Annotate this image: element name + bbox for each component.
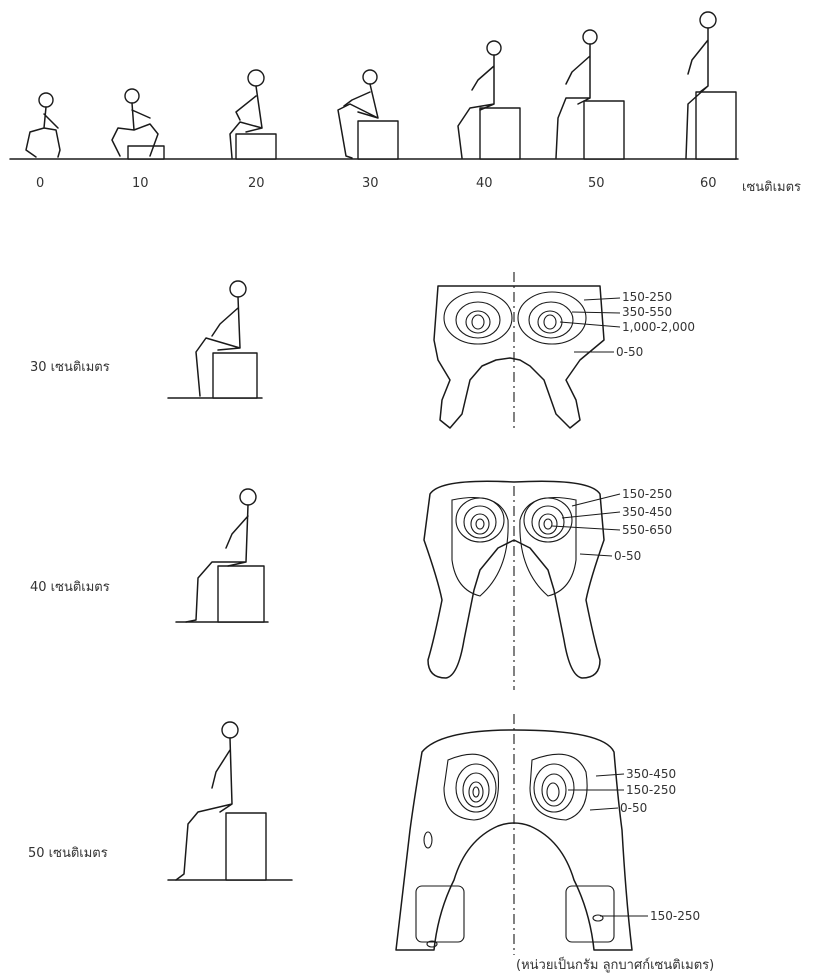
seat-box-30 [358,121,398,159]
height-tick-60: 60 [700,176,717,191]
figure-height-60 [686,12,736,159]
figure-height-10 [112,89,164,159]
row2-seated-figure [176,489,268,622]
row3-pressure-label: 150-250 [650,909,700,923]
row2-pressure-label: 0-50 [614,549,641,563]
height-tick-30: 30 [362,176,379,191]
height-tick-0: 0 [36,176,44,191]
row2-pressure-map [424,481,620,690]
row1-seated-figure [168,281,262,398]
seat-box-60 [696,92,736,159]
row1-pressure-map [434,272,620,432]
figure-height-30 [338,70,398,159]
row2-height-label: 40 เซนติเมตร [30,576,110,597]
height-tick-10: 10 [132,176,149,191]
figure-height-20 [230,70,276,159]
seat-box-20 [236,134,276,159]
row3-pressure-map [396,714,648,955]
row1-height-label: 30 เซนติเมตร [30,356,110,377]
height-unit-label: เซนติเมตร [742,176,801,197]
row3-pressure-label: 350-450 [626,767,676,781]
seat-box-50 [584,101,624,159]
row3-height-label: 50 เซนติเมตร [28,842,108,863]
row3-pressure-label: 150-250 [626,783,676,797]
height-tick-20: 20 [248,176,265,191]
row2-pressure-label: 150-250 [622,487,672,501]
row3-seated-figure [168,722,292,880]
row1-pressure-label: 350-550 [622,305,672,319]
seat-box-10 [128,146,164,159]
units-footnote: (หน่วยเป็นกรัม ลูกบาศก์เซนติเมตร) [516,954,714,975]
row3-pressure-label: 0-50 [620,801,647,815]
height-tick-40: 40 [476,176,493,191]
row1-pressure-label: 0-50 [616,345,643,359]
figure-height-0 [26,93,60,157]
row2-pressure-label: 550-650 [622,523,672,537]
figure-height-50 [556,30,624,159]
figure-height-40 [458,41,520,159]
row2-pressure-label: 350-450 [622,505,672,519]
row1-pressure-label: 150-250 [622,290,672,304]
seat-box-40 [480,108,520,159]
row1-pressure-label: 1,000-2,000 [622,320,695,334]
height-tick-50: 50 [588,176,605,191]
